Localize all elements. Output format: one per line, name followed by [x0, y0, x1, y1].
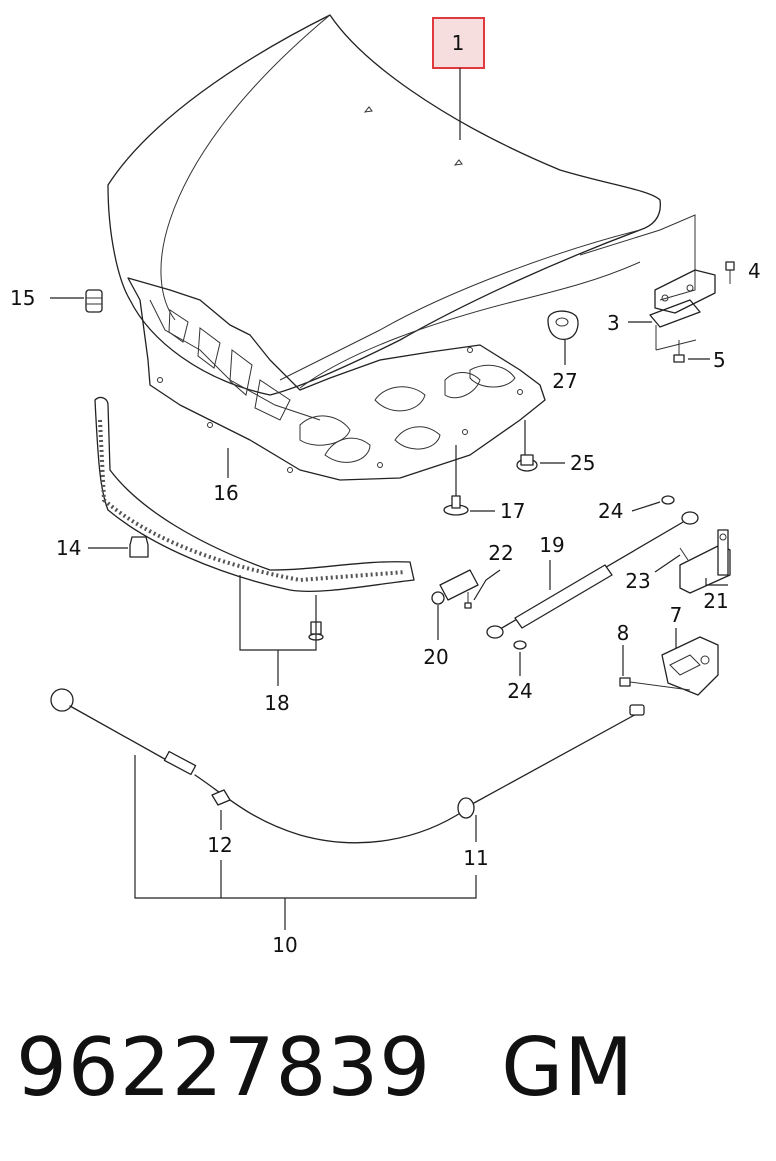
callout-3: 3: [607, 311, 620, 335]
clip-24-bottom: [513, 640, 527, 650]
bolt-8: [619, 677, 691, 691]
callout-25: 25: [570, 451, 595, 475]
callout-4: 4: [748, 259, 761, 283]
callout-8: 8: [617, 621, 630, 645]
callout-11: 11: [463, 846, 488, 870]
release-cable: [50, 688, 645, 844]
bumper-15: [85, 289, 103, 313]
hood-seal: [94, 396, 415, 592]
callout-18: 18: [264, 691, 289, 715]
callout-16: 16: [213, 481, 238, 505]
callout-23: 23: [625, 569, 650, 593]
callout-17: 17: [500, 499, 525, 523]
callout-20: 20: [423, 645, 448, 669]
callout-15: 15: [10, 286, 35, 310]
hood-latch: [661, 636, 719, 696]
bolt-4: [725, 261, 735, 284]
callout-14: 14: [56, 536, 81, 560]
bolt-22: [464, 592, 472, 609]
clip-17: [443, 445, 469, 516]
footer-caption: 96227839 GM: [16, 1018, 634, 1118]
bolt-5: [673, 340, 685, 363]
callout-12: 12: [207, 833, 232, 857]
hood-panel: [107, 14, 661, 396]
hood-insulator: [127, 277, 546, 481]
bracket-21: [679, 529, 731, 594]
highlight-box: [432, 17, 485, 69]
brand-name: GM: [501, 1021, 635, 1114]
clip-24-top: [661, 495, 675, 505]
callout-1-label: 1: [452, 31, 465, 55]
callout-24-top: 24: [598, 499, 623, 523]
callout-19: 19: [539, 533, 564, 557]
bracket-20: [431, 569, 479, 605]
callout-21: 21: [703, 589, 728, 613]
callout-1: 1: [432, 17, 485, 140]
callout-10: 10: [272, 933, 297, 957]
callout-22: 22: [488, 541, 513, 565]
part-number: 96227839: [16, 1021, 432, 1114]
bolt-23: [679, 547, 689, 561]
hinge-assembly: [579, 214, 716, 351]
callout-27: 27: [552, 369, 577, 393]
callout-5: 5: [713, 348, 726, 372]
bumper-27: [547, 310, 579, 341]
callout-7: 7: [670, 603, 683, 627]
callout-24-bottom: 24: [507, 679, 532, 703]
bumper-14: [129, 536, 149, 558]
gas-strut: [486, 511, 699, 639]
grommet-25: [516, 420, 538, 472]
